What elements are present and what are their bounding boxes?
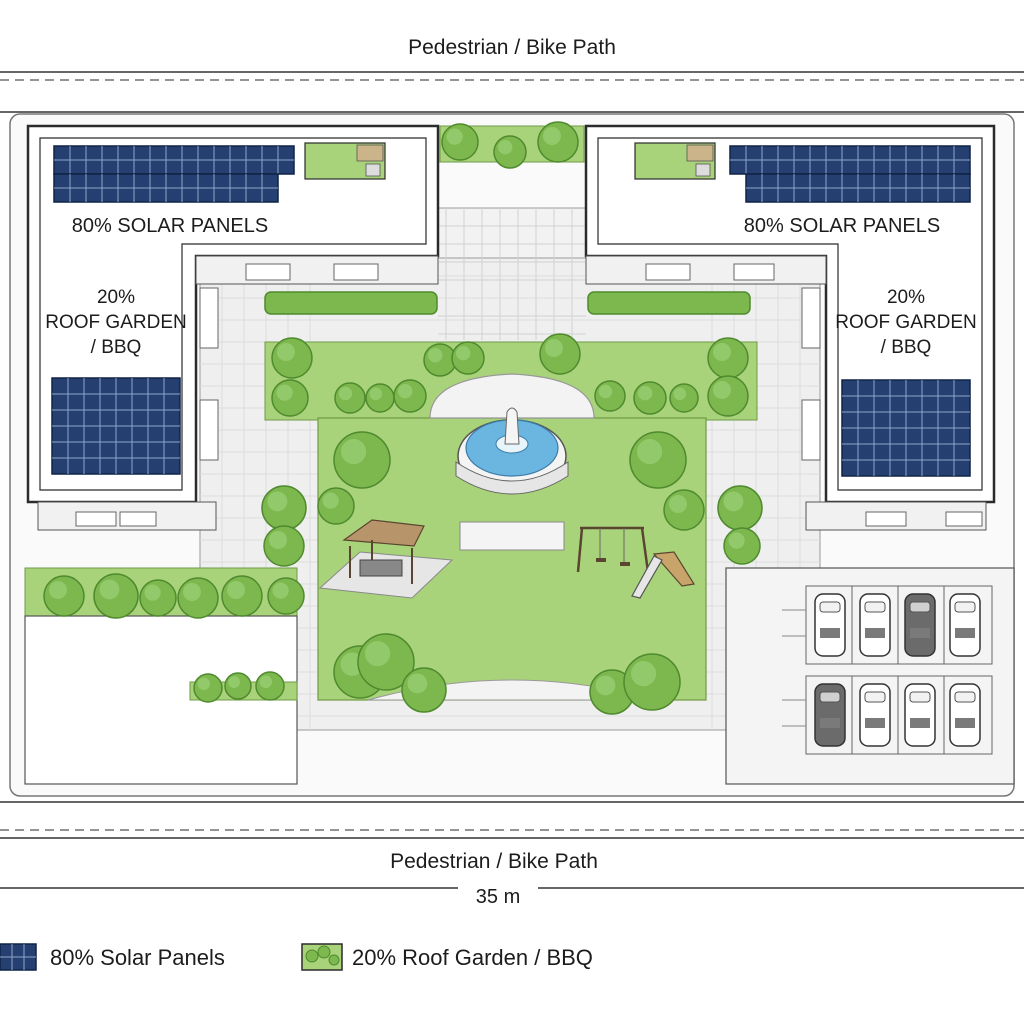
solar-array — [729, 145, 971, 175]
shrub — [224, 672, 252, 700]
right-garden-label-line3: / BBQ — [880, 337, 932, 358]
shrub — [221, 575, 263, 617]
left-garden-label: 20% ROOF GARDEN / BBQ — [26, 285, 206, 360]
solar-panel-swatch — [0, 943, 37, 971]
shrub — [539, 333, 581, 375]
shrub — [139, 579, 177, 617]
shrub — [423, 343, 457, 377]
parked-car — [859, 683, 891, 747]
solar-array — [51, 377, 181, 475]
building-window — [333, 263, 379, 281]
building-window — [645, 263, 691, 281]
building-window — [865, 511, 907, 527]
top-path-label: Pedestrian / Bike Path — [408, 36, 616, 59]
shrub — [717, 485, 763, 531]
shrub — [317, 487, 355, 525]
building-window — [245, 263, 291, 281]
shrub — [334, 382, 366, 414]
shrub — [333, 431, 391, 489]
shrub — [263, 525, 305, 567]
shrub — [365, 383, 395, 413]
parked-car — [904, 593, 936, 657]
building-window — [801, 287, 821, 349]
shrub — [633, 381, 667, 415]
shrub — [589, 669, 635, 715]
building-window — [945, 511, 983, 527]
left-garden-label-line1: 20% — [96, 287, 136, 308]
shrub — [594, 380, 626, 412]
left-roof-label: 80% SOLAR PANELS — [71, 215, 269, 237]
parked-car — [859, 593, 891, 657]
shrub — [723, 527, 761, 565]
shrub — [271, 337, 313, 379]
fountain — [455, 407, 569, 495]
left-garden-label-line2: ROOF GARDEN — [45, 312, 187, 333]
shrub — [261, 485, 307, 531]
shrub — [663, 489, 705, 531]
bottom-bike-path — [0, 801, 1024, 839]
solar-array — [53, 173, 279, 203]
shrub — [493, 135, 527, 169]
parked-car — [904, 683, 936, 747]
building-window — [199, 399, 219, 461]
legend-garden-label: 20% Roof Garden / BBQ — [352, 945, 593, 970]
shrub — [707, 375, 749, 417]
shrub — [537, 121, 579, 163]
building-window — [119, 511, 157, 527]
bottom-path-label: Pedestrian / Bike Path — [390, 850, 598, 873]
right-roof-label: 80% SOLAR PANELS — [743, 215, 941, 237]
garden-swatch — [301, 943, 343, 971]
shrub — [441, 123, 479, 161]
parked-car — [949, 593, 981, 657]
left-garden-label-line3: / BBQ — [90, 337, 142, 358]
gazebo-bbq-pavilion — [318, 519, 454, 599]
hedge-row — [264, 291, 438, 315]
hedge-row — [587, 291, 751, 315]
right-roof-garden — [634, 142, 716, 180]
building-window — [733, 263, 775, 281]
right-garden-label-line1: 20% — [886, 287, 926, 308]
scale-label: 35 m — [458, 886, 538, 909]
bench — [459, 521, 565, 551]
parked-car — [949, 683, 981, 747]
legend-solar-label: 80% Solar Panels — [50, 945, 225, 970]
shrub — [623, 653, 681, 711]
building-window — [75, 511, 117, 527]
shrub — [669, 383, 699, 413]
building-window — [801, 399, 821, 461]
shrub — [707, 337, 749, 379]
fountain-plaza — [429, 373, 595, 419]
left-roof-garden — [304, 142, 386, 180]
shrub — [193, 673, 223, 703]
top-bike-path — [0, 71, 1024, 113]
shrub — [629, 431, 687, 489]
parked-car — [814, 593, 846, 657]
solar-array — [841, 379, 971, 477]
building-window — [199, 287, 219, 349]
solar-array — [745, 173, 971, 203]
shrub — [393, 379, 427, 413]
shrub — [255, 671, 285, 701]
right-garden-label: 20% ROOF GARDEN / BBQ — [816, 285, 996, 360]
parked-car — [814, 683, 846, 747]
shrub — [267, 577, 305, 615]
parking-lot — [725, 567, 1015, 785]
shrub — [401, 667, 447, 713]
shrub — [93, 573, 139, 619]
solar-panel-arrays — [51, 145, 971, 477]
shrub — [357, 633, 415, 691]
shrub — [451, 341, 485, 375]
shrub — [271, 379, 309, 417]
playground-slide — [631, 551, 695, 599]
shrub — [177, 577, 219, 619]
shrub — [43, 575, 85, 617]
hedges — [43, 121, 763, 715]
playground-swings — [576, 526, 650, 573]
right-garden-label-line2: ROOF GARDEN — [835, 312, 977, 333]
solar-array — [53, 145, 295, 175]
